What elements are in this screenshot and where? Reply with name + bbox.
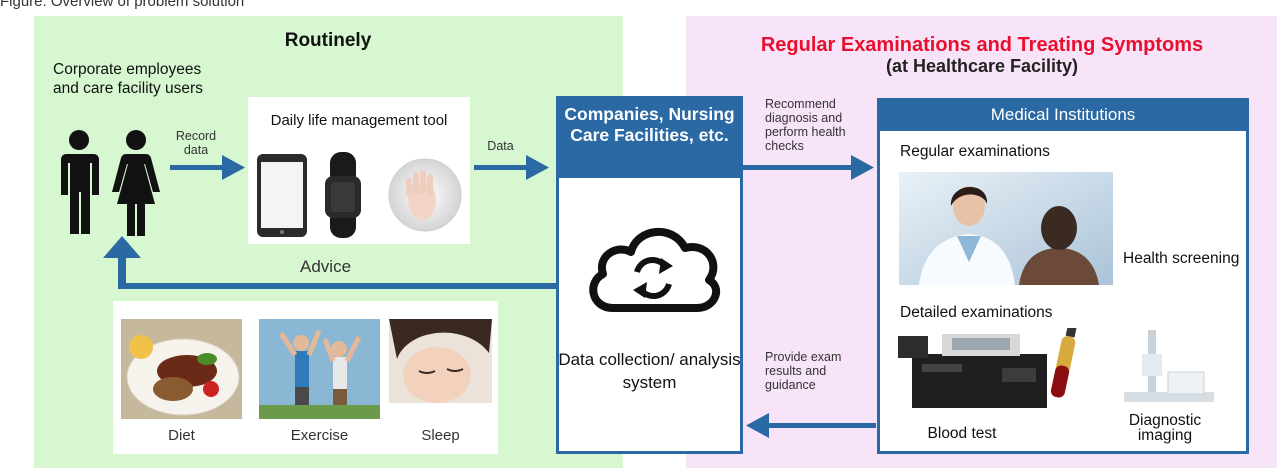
routinely-title: Routinely [284,30,372,51]
recommend-label: Recommend diagnosis and perform health c… [765,97,846,153]
figure-caption: Figure: Overview of problem solution [0,0,245,10]
regular-exams-title: Regular Examinations and Treating Sympto… [760,34,1204,56]
provide-results-label: Provide exam results and guidance [765,350,842,392]
medical-institutions-header: Medical Institutions [877,98,1249,131]
regular-exams-label: Regular examinations [900,143,1050,160]
doctor-photo [899,172,1113,285]
diet-photo [121,319,242,419]
data-arrow [474,155,549,180]
regular-exams-subtitle: (at Healthcare Facility) [885,56,1079,76]
advice-arrow [103,236,558,289]
exercise-photo [259,319,380,419]
data-label: Data [487,139,514,153]
provide-results-arrow [746,413,876,438]
record-data-arrow [170,155,245,180]
exercise-label: Exercise [290,427,349,444]
health-screening-label: Health screening [1123,250,1240,267]
detailed-exams-label: Detailed examinations [900,304,1053,321]
diagnostic-imaging-label: Diagnostic imaging [1128,412,1202,444]
advice-label: Advice [300,257,352,276]
lab-equipment-illustration [898,328,1214,408]
daily-life-tool-label: Daily life management tool [270,112,448,129]
data-system-label: Data collection/ analysis system [558,350,741,392]
blood-test-label: Blood test [927,425,997,442]
companies-header: Companies, Nursing Care Facilities, etc. [556,96,743,178]
recommend-arrow [743,155,874,180]
users-label: Corporate employees and care facility us… [53,61,203,97]
cloud-sync-icon [589,228,721,312]
devices-illustration [257,152,462,238]
sleep-photo [389,319,492,419]
record-data-label: Record data [175,129,217,157]
sleep-label: Sleep [421,427,460,444]
people-icon [61,130,160,236]
diet-label: Diet [168,427,195,444]
